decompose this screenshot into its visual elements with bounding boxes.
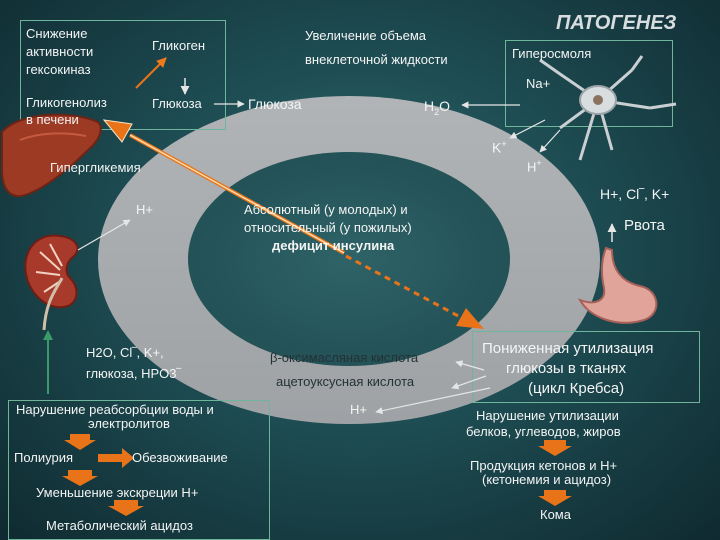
kidney-hydrogen-label: H+ [136,202,153,217]
bottom-hydrogen-label: H+ [350,402,367,417]
vomiting-label: Рвота [624,217,665,234]
center-line-3: дефицит инсулина [272,238,395,253]
stomach-icon [577,246,658,324]
hexokinase-line-1: Снижение [26,26,88,41]
vomit-ions-label: H+, Cl‾, K+ [600,186,670,202]
dehydration-label: Обезвоживание [132,450,228,465]
center-line-2: относительный (у пожилых) [244,220,412,235]
ketone-production-line-1: Продукция кетонов и H+ [470,458,618,473]
hydrogen-top-label: H+ [527,158,542,175]
losses-line-2: глюкоза, HPO3‾ [86,366,181,381]
ecf-line-2: внеклеточной жидкости [305,52,448,67]
hyperglycemia-label: Гипергликемия [50,160,141,175]
acetoacetate-label: ацетоуксусная кислота [276,374,415,389]
sodium-label: Na+ [526,76,551,91]
glucose-small-label: Глюкоза [152,96,202,111]
coma-label: Кома [540,507,571,522]
hyperosmolarity-label: Гиперосмоля [512,46,592,61]
ketone-production-line-2: (кетонемия и ацидоз) [482,472,612,487]
glycogen-label: Гликоген [152,38,206,53]
hexokinase-line-3: гексокиназ [26,62,91,77]
nutrient-utilization-line-1: Нарушение утилизации [476,408,619,423]
glycogenolysis-line-2: в печени [26,112,79,127]
reabsorption-line-1: Нарушение реабсорбции воды и [16,402,214,417]
kidney-icon [24,234,79,309]
polyuria-label: Полиурия [14,450,74,465]
losses-line-1: H2O, Cl‾, K+, [86,345,164,360]
hexokinase-line-2: активности [26,44,94,59]
nutrient-utilization-line-2: белков, углеводов, жиров [466,424,621,439]
reabsorption-line-2: электролитов [88,416,170,431]
utilization-line-2: глюкозы в тканях [506,360,627,377]
potassium-label: K+ [492,139,507,156]
water-top-label: H2O [424,98,451,117]
ecf-line-1: Увеличение объема [305,28,426,43]
hydroxybutyrate-label: β-оксимасляная кислота [270,350,419,365]
neuron-icon [539,55,677,161]
acidosis-label: Метаболический ацидоз [46,518,193,533]
utilization-line-3: (цикл Кребса) [528,380,625,397]
glucose-big-label: Глюкоза [248,96,302,112]
page-title: ПАТОГЕНЕЗ [556,12,677,34]
h-excretion-label: Уменьшение экскреции H+ [36,485,199,500]
utilization-line-1: Пониженная утилизация [482,340,654,357]
glycogenolysis-line-1: Гликогенолиз [26,95,107,110]
center-line-1: Абсолютный (у молодых) и [244,202,408,217]
